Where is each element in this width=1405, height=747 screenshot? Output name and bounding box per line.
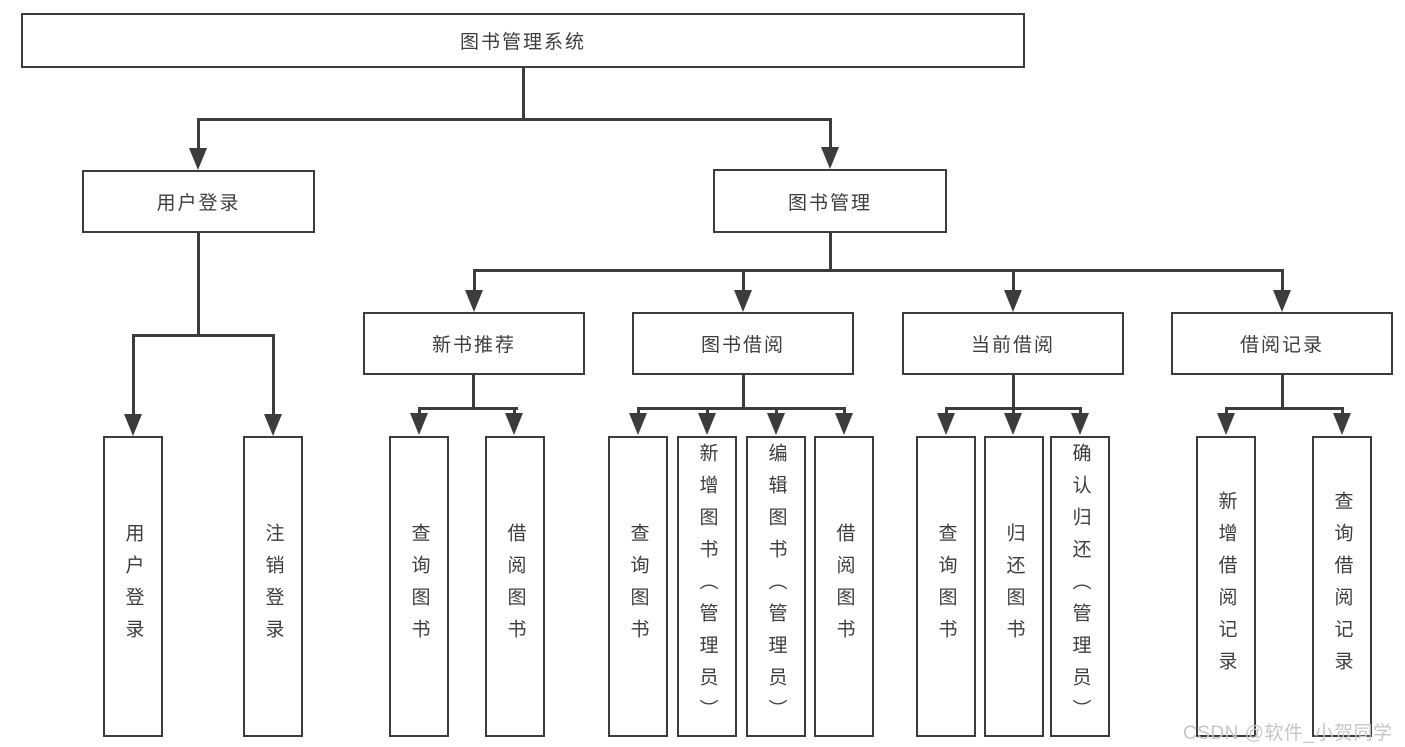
arrow-down-book-mgmt: [821, 147, 839, 169]
node-label: 新增图书（管理员）: [696, 442, 718, 731]
node-query-books-recommend: 查询图书: [389, 436, 449, 737]
connector-user-login-vertical: [197, 233, 200, 337]
connector-current-borrowing-vertical: [1012, 375, 1015, 410]
node-logout: 注销登录: [243, 436, 303, 737]
node-label: 查询图书: [408, 522, 430, 651]
node-label: 图书管理系统: [459, 32, 586, 53]
connector-book-borrowing-horizontal: [637, 407, 846, 410]
connector-borrowing-records-stub: [1281, 269, 1284, 293]
csdn-watermark: CSDN @软件_小贺同学: [1183, 723, 1393, 744]
connector-borrowing-records-vertical: [1281, 375, 1284, 410]
connector-new-book-rec-horizontal: [418, 407, 518, 410]
node-user-login-action: 用户登录: [103, 436, 163, 737]
node-label: 借阅图书: [504, 522, 526, 651]
connector-borrowing-records-horizontal: [1225, 407, 1344, 410]
connector-book-mgmt-vertical: [829, 233, 832, 272]
node-query-books-current: 查询图书: [916, 436, 976, 737]
node-label: 当前借阅: [970, 335, 1055, 356]
arrow-down-borrowing-records: [1273, 290, 1291, 312]
arrow-down-logout-leaf: [264, 414, 282, 436]
node-label: 用户登录: [156, 193, 241, 214]
node-new-book-recommendation: 新书推荐: [363, 312, 585, 375]
node-query-borrow-record: 查询借阅记录: [1312, 436, 1372, 737]
node-edit-books-admin: 编辑图书（管理员）: [746, 436, 806, 737]
node-book-management: 图书管理: [713, 169, 947, 233]
node-confirm-return-admin: 确认归还（管理员）: [1050, 436, 1110, 737]
arrow-down-leaf: [835, 413, 853, 435]
connector-user-login-leaf1-stub: [132, 334, 135, 416]
connector-book-mgmt-horizontal: [473, 269, 1284, 272]
arrow-down-leaf: [1071, 413, 1089, 435]
connector-root-horizontal: [197, 118, 831, 121]
node-label: 查询图书: [627, 522, 649, 651]
node-label: 确认归还（管理员）: [1069, 442, 1091, 731]
node-library-management-system: 图书管理系统: [21, 13, 1025, 68]
arrow-down-leaf: [505, 413, 523, 435]
connector-book-borrowing-vertical: [742, 375, 745, 410]
node-current-borrowing: 当前借阅: [902, 312, 1124, 375]
connector-root-to-user-login-stub: [197, 118, 200, 152]
connector-book-borrowing-stub: [742, 269, 745, 293]
connector-root-vertical: [522, 68, 525, 120]
node-label: 查询借阅记录: [1331, 490, 1353, 683]
node-label: 新书推荐: [431, 335, 516, 356]
node-add-borrow-record: 新增借阅记录: [1196, 436, 1256, 737]
arrow-down-leaf: [1333, 413, 1351, 435]
node-label: 归还图书: [1003, 522, 1025, 651]
connector-new-book-rec-stub: [473, 269, 476, 293]
node-label: 注销登录: [262, 522, 284, 651]
connector-user-login-horizontal: [132, 334, 275, 337]
node-return-books: 归还图书: [984, 436, 1044, 737]
node-add-books-admin: 新增图书（管理员）: [677, 436, 737, 737]
connector-new-book-rec-vertical: [472, 375, 475, 410]
node-borrow-books-recommend: 借阅图书: [485, 436, 545, 737]
arrow-down-new-book-rec: [465, 290, 483, 312]
node-label: 查询图书: [935, 522, 957, 651]
node-book-borrowing: 图书借阅: [632, 312, 854, 375]
arrow-down-leaf: [767, 413, 785, 435]
node-borrow-books-borrowing: 借阅图书: [814, 436, 874, 737]
node-user-login: 用户登录: [82, 170, 315, 233]
arrow-down-current-borrowing: [1004, 290, 1022, 312]
node-query-books-borrowing: 查询图书: [608, 436, 668, 737]
arrow-down-leaf: [1004, 413, 1022, 435]
connector-user-login-leaf2-stub: [272, 334, 275, 416]
connector-root-to-book-mgmt-stub: [829, 118, 832, 151]
node-borrowing-records: 借阅记录: [1171, 312, 1393, 375]
arrow-down-book-borrowing: [734, 290, 752, 312]
node-label: 新增借阅记录: [1215, 490, 1237, 683]
node-label: 借阅图书: [833, 522, 855, 651]
arrow-down-login-leaf: [124, 414, 142, 436]
arrow-down-leaf: [1217, 413, 1235, 435]
arrow-down-leaf: [937, 413, 955, 435]
node-label: 图书管理: [787, 192, 872, 214]
arrow-down-user-login: [189, 148, 207, 170]
arrow-down-leaf: [698, 413, 716, 435]
arrow-down-leaf: [410, 413, 428, 435]
connector-current-borrowing-stub: [1012, 269, 1015, 293]
node-label: 图书借阅: [700, 335, 785, 356]
arrow-down-leaf: [629, 413, 647, 435]
node-label: 用户登录: [122, 522, 144, 651]
node-label: 借阅记录: [1239, 335, 1324, 356]
node-label: 编辑图书（管理员）: [765, 442, 787, 731]
